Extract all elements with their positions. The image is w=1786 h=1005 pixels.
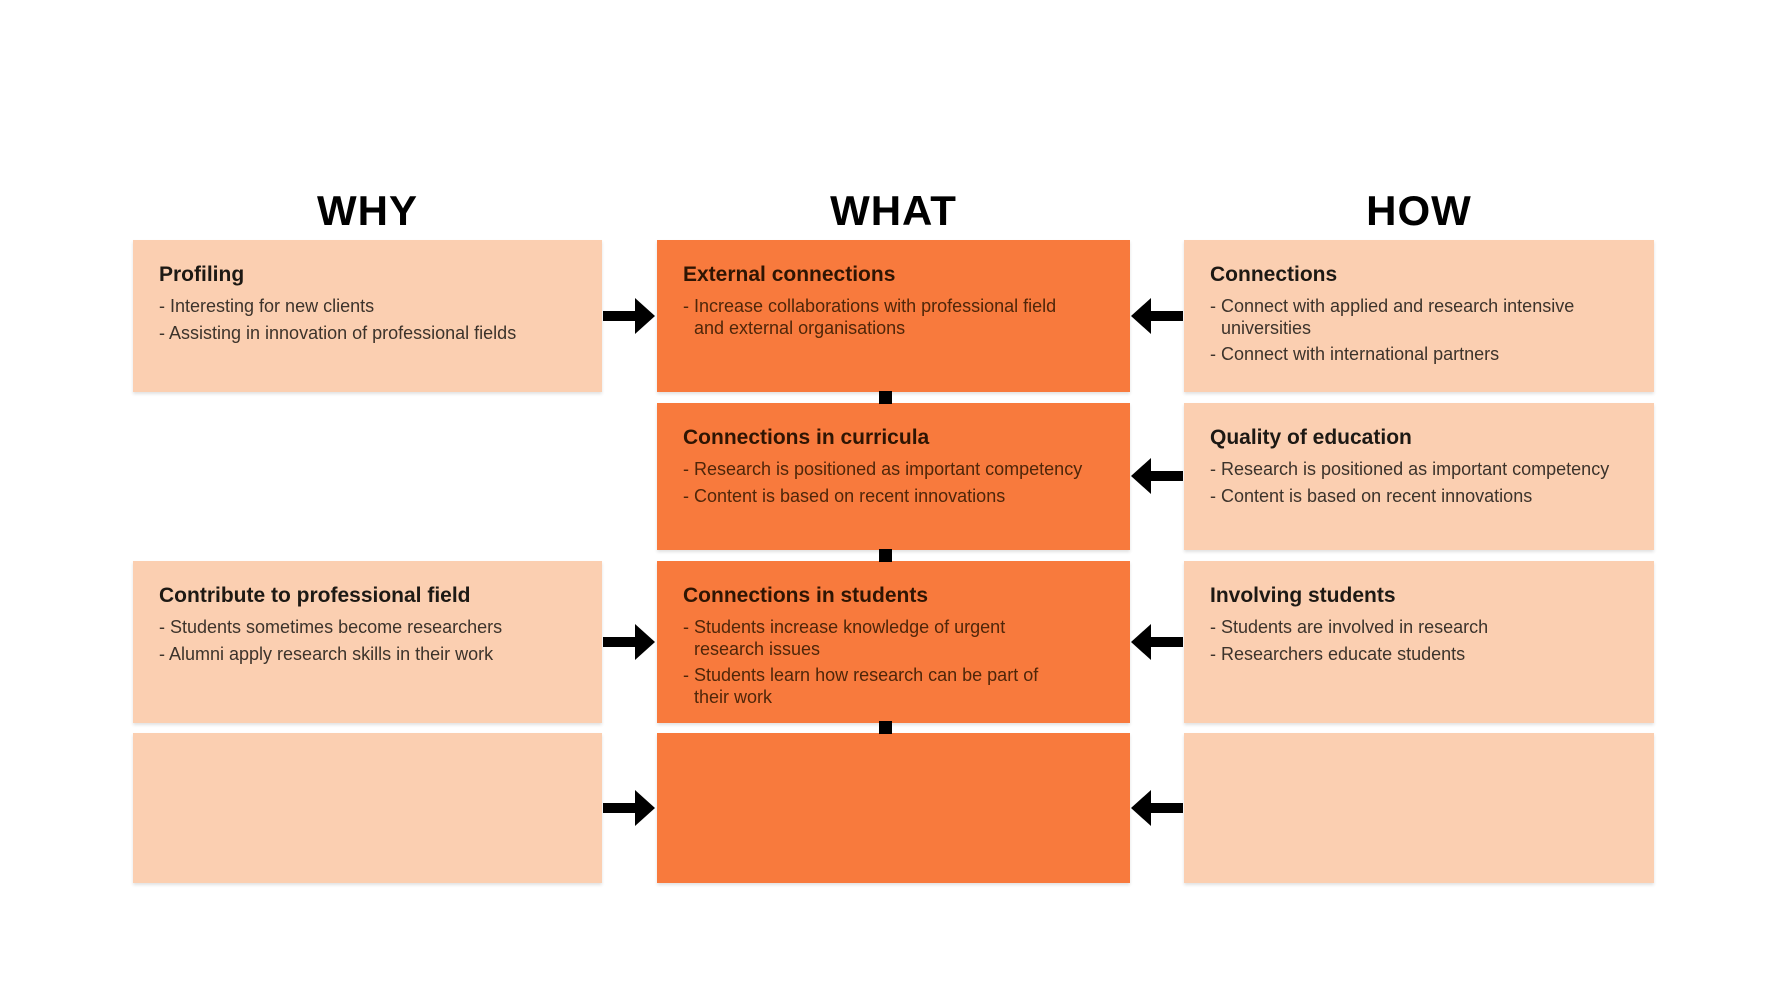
box-heading: Connections in curricula: [683, 426, 930, 449]
box-external-connections: External connections - Increase collabor…: [657, 240, 1130, 392]
box-involving-students: Involving students - Students are involv…: [1184, 561, 1654, 723]
box-quality-of-education: Quality of education - Research is posit…: [1184, 403, 1654, 550]
box-contribute-to-professional-field: Contribute to professional field - Stude…: [133, 561, 602, 723]
box-bullet: - Students sometimes become researchers: [159, 617, 503, 638]
box-bullet: - Interesting for new clients: [159, 296, 375, 317]
arrow-right-icon: [603, 298, 655, 334]
box-bullet: - Assisting in innovation of professiona…: [159, 322, 517, 343]
arrow-left-icon: [1131, 624, 1183, 660]
column-title-why: WHY: [317, 187, 418, 234]
box-heading: External connections: [683, 263, 896, 286]
box-heading: Quality of education: [1210, 426, 1412, 449]
box-bullet: - Alumni apply research skills in their …: [159, 643, 494, 664]
box-bullet: - Research is positioned as important co…: [683, 459, 1083, 480]
arrow-right-icon: [603, 624, 655, 660]
box-what-empty: [657, 733, 1130, 883]
box-bullet: - Researchers educate students: [1210, 643, 1466, 664]
arrow-left-icon: [1131, 298, 1183, 334]
box-bullet: - Content is based on recent innovations: [1210, 485, 1533, 506]
box-bullet: - Content is based on recent innovations: [683, 485, 1006, 506]
connector-square-icon: [879, 549, 892, 562]
box-bullet: - Increase collaborations with professio…: [683, 296, 1057, 338]
box-bullet: - Students learn how research can be par…: [683, 665, 1039, 708]
box-bullet: - Connect with applied and research inte…: [1210, 296, 1575, 338]
box-bullet: - Students are involved in research: [1210, 617, 1489, 638]
box-bullet: - Research is positioned as important co…: [1210, 459, 1610, 480]
column-title-how: HOW: [1366, 187, 1472, 234]
box-heading: Profiling: [159, 263, 245, 286]
box-how-empty: [1184, 733, 1654, 883]
box-why-empty: [133, 733, 602, 883]
box-heading: Connections: [1210, 263, 1338, 286]
box-connections: Connections - Connect with applied and r…: [1184, 240, 1654, 392]
arrow-right-icon: [603, 790, 655, 826]
box-profiling: Profiling - Interesting for new clients …: [133, 240, 602, 392]
connector-square-icon: [879, 721, 892, 734]
arrow-left-icon: [1131, 790, 1183, 826]
box-heading: Involving students: [1210, 584, 1396, 607]
box-heading: Connections in students: [683, 584, 929, 607]
connector-square-icon: [879, 391, 892, 404]
box-bullet: - Students increase knowledge of urgent …: [683, 617, 1006, 659]
box-heading: Contribute to professional field: [159, 584, 471, 607]
arrow-left-icon: [1131, 458, 1183, 494]
box-connections-in-students: Connections in students - Students incre…: [657, 561, 1130, 723]
box-bullet: - Connect with international partners: [1210, 344, 1500, 365]
box-connections-in-curricula: Connections in curricula - Research is p…: [657, 403, 1130, 550]
column-title-what: WHAT: [830, 187, 957, 234]
